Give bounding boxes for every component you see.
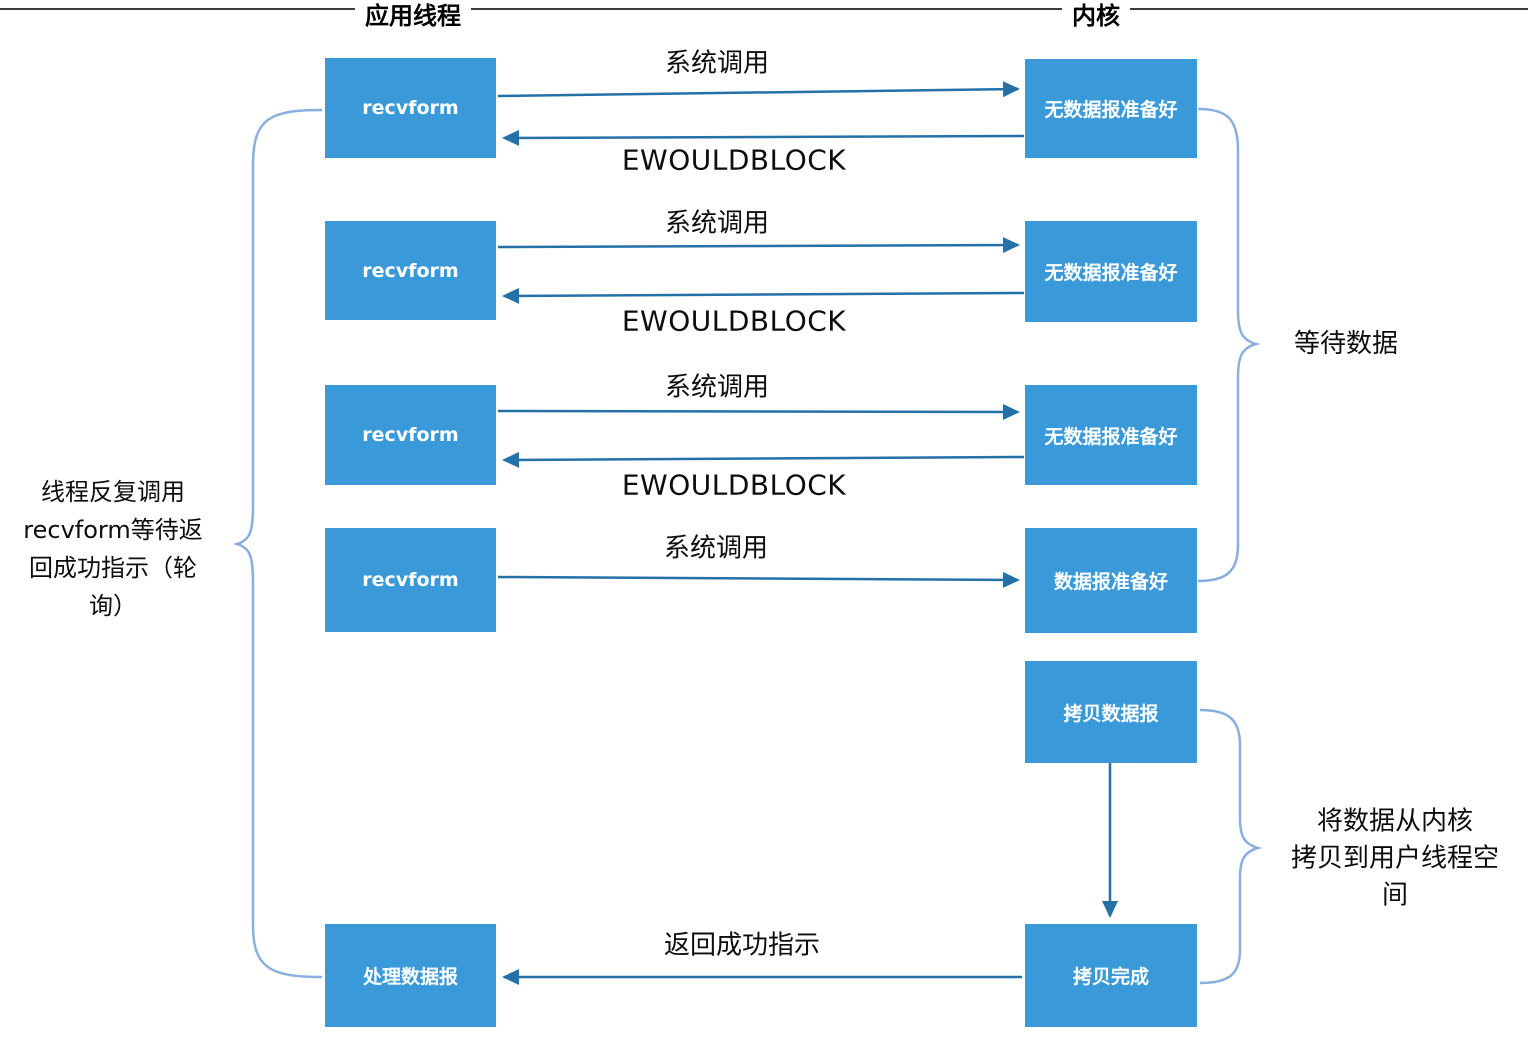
polling-note-line-4: 询） — [89, 592, 137, 620]
column-header-application-thread: 应用线程 — [355, 1, 471, 31]
recvform-box-1: recvform — [325, 58, 496, 158]
no-datagram-ready-box-2: 无数据报准备好 — [1025, 221, 1197, 322]
polling-note-line-3: 回成功指示（轮 — [29, 554, 197, 582]
ewouldblock-arrow-2 — [502, 287, 1025, 304]
recvform-box-4: recvform — [325, 528, 496, 632]
syscall-arrow-1 — [497, 81, 1020, 98]
syscall-label-3: 系统调用 — [664, 372, 770, 403]
copy-note-line-2: 拷贝到用户线程空 — [1290, 843, 1500, 874]
syscall-arrow-2 — [497, 237, 1020, 254]
copy-note-line-3: 间 — [1381, 880, 1409, 911]
column-header-kernel: 内核 — [1062, 1, 1130, 31]
syscall-arrow-3 — [497, 403, 1020, 420]
return-success-label: 返回成功指示 — [663, 930, 821, 961]
datagram-ready-box: 数据报准备好 — [1025, 528, 1197, 633]
syscall-label-4: 系统调用 — [663, 533, 769, 564]
syscall-label-1: 系统调用 — [664, 48, 770, 79]
copy-done-box: 拷贝完成 — [1025, 924, 1197, 1027]
polling-note-line-1: 线程反复调用 — [41, 478, 185, 506]
ewouldblock-label-2: EWOULDBLOCK — [621, 304, 847, 338]
polling-note: 线程反复调用 recvform等待返 回成功指示（轮 询） — [23, 473, 202, 625]
syscall-label-2: 系统调用 — [664, 208, 770, 239]
polling-brace — [232, 108, 323, 979]
syscall-arrow-4 — [497, 571, 1020, 588]
no-datagram-ready-box-1: 无数据报准备好 — [1025, 59, 1197, 158]
copy-to-user-note: 将数据从内核 拷贝到用户线程空 间 — [1291, 804, 1499, 915]
recvform-box-2: recvform — [325, 221, 496, 320]
top-divider-line — [0, 8, 1528, 10]
polling-note-line-2: recvform等待返 — [23, 516, 203, 544]
copy-datagram-box: 拷贝数据报 — [1025, 661, 1197, 763]
ewouldblock-label-1: EWOULDBLOCK — [621, 143, 847, 177]
copy-data-brace — [1199, 708, 1263, 985]
wait-data-label: 等待数据 — [1293, 329, 1399, 359]
process-datagram-box: 处理数据报 — [325, 924, 496, 1027]
recvform-box-3: recvform — [325, 385, 496, 485]
ewouldblock-label-3: EWOULDBLOCK — [621, 468, 847, 502]
wait-data-brace — [1197, 107, 1261, 583]
ewouldblock-arrow-1 — [502, 129, 1025, 146]
no-datagram-ready-box-3: 无数据报准备好 — [1025, 385, 1197, 485]
ewouldblock-arrow-3 — [502, 451, 1025, 468]
copy-note-line-1: 将数据从内核 — [1316, 806, 1474, 837]
